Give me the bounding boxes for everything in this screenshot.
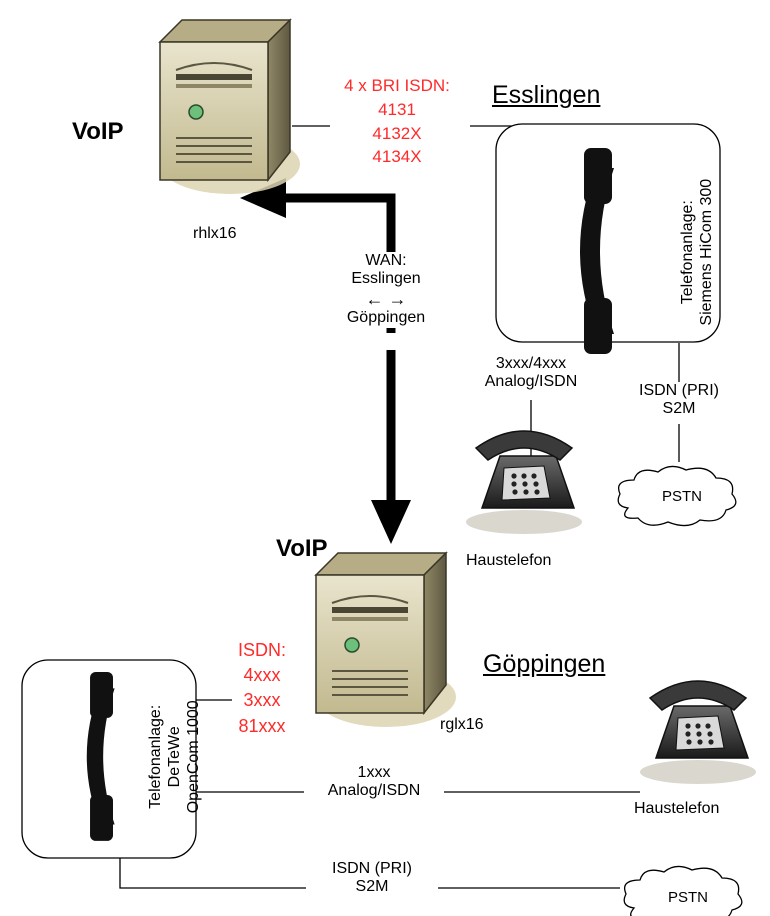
esslingen-location-title: Esslingen (492, 81, 601, 109)
esslingen-isdn-number: 4131 (378, 99, 416, 119)
desk-phone-icon (639, 680, 757, 785)
wan-label-line2: Esslingen (351, 270, 421, 288)
server-icon (315, 552, 457, 728)
server-icon (159, 19, 301, 195)
goeppingen-isdn-number: 4xxx (243, 665, 281, 686)
esslingen-phone-label: Haustelefon (466, 552, 552, 569)
goeppingen-pstn-link-line2: S2M (355, 878, 389, 896)
esslingen-pbx-line2: Siemens HiCom 300 (698, 178, 715, 326)
esslingen-pstn-label: PSTN (661, 488, 702, 505)
esslingen-pstn-link-line1: ISDN (PRI) (639, 382, 719, 399)
esslingen-isdn-header: 4 x BRI ISDN: (344, 76, 450, 95)
wan-label-line3: Göppingen (346, 309, 426, 327)
esslingen-pbx-line1: Telefonanlage: (678, 200, 696, 305)
wan-label-line1: WAN: (365, 252, 407, 269)
goeppingen-server-name: rglx16 (440, 716, 484, 733)
goeppingen-location-title: Göppingen (483, 650, 606, 678)
esslingen-phone-link-line1: 3xxx/4xxx (495, 355, 567, 372)
wan-label: WAN: Esslingen ← → Göppingen (328, 252, 444, 328)
wan-arrows-icon: ← → (365, 288, 407, 309)
esslingen-pstn-link-label: ISDN (PRI) S2M (609, 382, 749, 419)
esslingen-phone-link-line2: Analog/ISDN (484, 373, 578, 391)
goeppingen-pbx-box (21, 659, 197, 859)
esslingen-isdn-number: 4132X (372, 123, 422, 143)
goeppingen-phone-label: Haustelefon (634, 800, 720, 817)
esslingen-voip-label: VoIP (72, 118, 124, 145)
goeppingen-phone-link-line2: Analog/ISDN (327, 782, 421, 800)
esslingen-isdn-block: 4 x BRI ISDN: 4131 4132X 4134X (312, 74, 482, 169)
goeppingen-pbx-label: Telefonanlage: DeTeWe OpenCom 1000 (146, 667, 204, 847)
esslingen-pbx-label: Telefonanlage: Siemens HiCom 300 (678, 152, 716, 352)
arrow-icon (371, 500, 411, 544)
goeppingen-voip-label: VoIP (276, 535, 328, 562)
esslingen-server-name: rhlx16 (193, 225, 237, 242)
arrow-icon (240, 178, 286, 218)
goeppingen-isdn-number: 81xxx (238, 715, 286, 736)
goeppingen-pstn-line-left (119, 858, 306, 889)
goeppingen-isdn-number: 3xxx (243, 690, 281, 711)
esslingen-phone-link-label: 3xxx/4xxx Analog/ISDN (456, 355, 606, 392)
esslingen-isdn-number: 4134X (372, 147, 422, 167)
goeppingen-pbx-line3: OpenCom 1000 (185, 700, 203, 814)
goeppingen-phone-link-label: 1xxx Analog/ISDN (304, 764, 444, 801)
goeppingen-pbx-line1: Telefonanlage: (147, 704, 165, 809)
goeppingen-isdn-header: ISDN: (237, 640, 286, 660)
goeppingen-pbx-line2: DeTeWe (166, 726, 184, 788)
esslingen-pstn-link-line2: S2M (662, 400, 696, 418)
goeppingen-phone-link-line1: 1xxx (357, 764, 391, 781)
goeppingen-pstn-label: PSTN (667, 889, 708, 906)
goeppingen-pstn-link-label: ISDN (PRI) S2M (306, 860, 438, 897)
goeppingen-isdn-block: ISDN: 4xxx 3xxx 81xxx (224, 638, 300, 739)
goeppingen-pstn-link-line1: ISDN (PRI) (332, 860, 412, 877)
desk-phone-icon (465, 430, 583, 535)
